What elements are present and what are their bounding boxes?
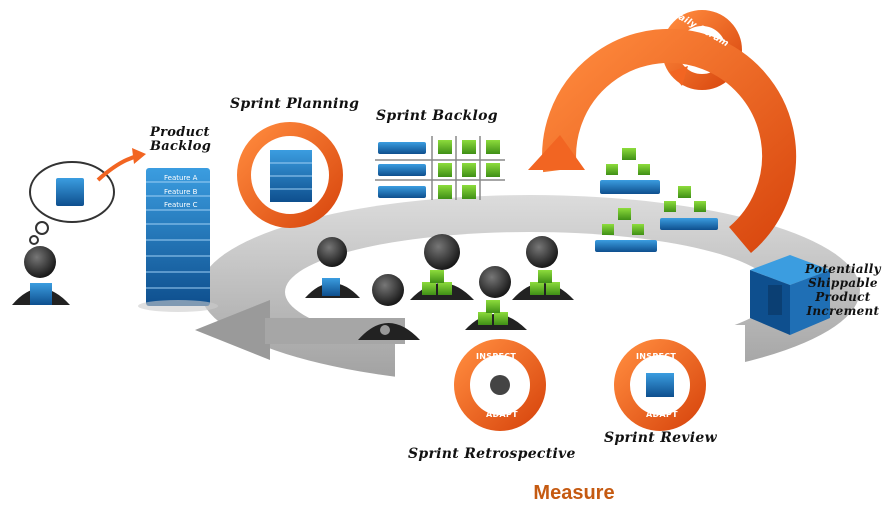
increment-label-line4: Increment [806,304,880,318]
sprint-execution-cycle [528,28,797,253]
sprint-planning-cycle [237,122,343,228]
sprint-work-trees [595,148,718,252]
increment-label-line1: Potentially [805,262,881,276]
increment-label-line2: Shippable [808,276,878,290]
product-backlog-label-line2: Backlog [150,139,212,154]
sprint-retrospective-label: Sprint Retrospective [408,446,576,462]
product-increment-cube [750,255,830,335]
backlog-item: Feature B [164,188,198,196]
backlog-item: Feature A [164,174,198,182]
product-backlog-stack [138,168,218,312]
review-inspect-label: INSPECT [636,352,677,361]
backlog-item: Feature C [164,201,198,209]
product-owner-figure [12,148,146,305]
sprint-backlog-grid [375,136,505,200]
scrum-team [305,234,574,340]
retro-inspect-label: INSPECT [476,352,517,361]
sprint-review-label: Sprint Review [604,430,717,446]
measure-label: Measure [533,482,615,504]
product-backlog-label-line1: Product [150,125,210,140]
increment-label-line3: Product [815,290,871,304]
review-adapt-label: ADAPT [646,410,678,419]
review-cycle [614,339,706,431]
increment-label: Potentially Shippable Product Increment [805,262,881,318]
product-backlog-label: Product Backlog [150,126,211,154]
retrospective-cycle [454,339,546,431]
sprint-backlog-label: Sprint Backlog [376,108,498,124]
retro-adapt-label: ADAPT [486,410,518,419]
sprint-planning-label: Sprint Planning [230,96,360,112]
